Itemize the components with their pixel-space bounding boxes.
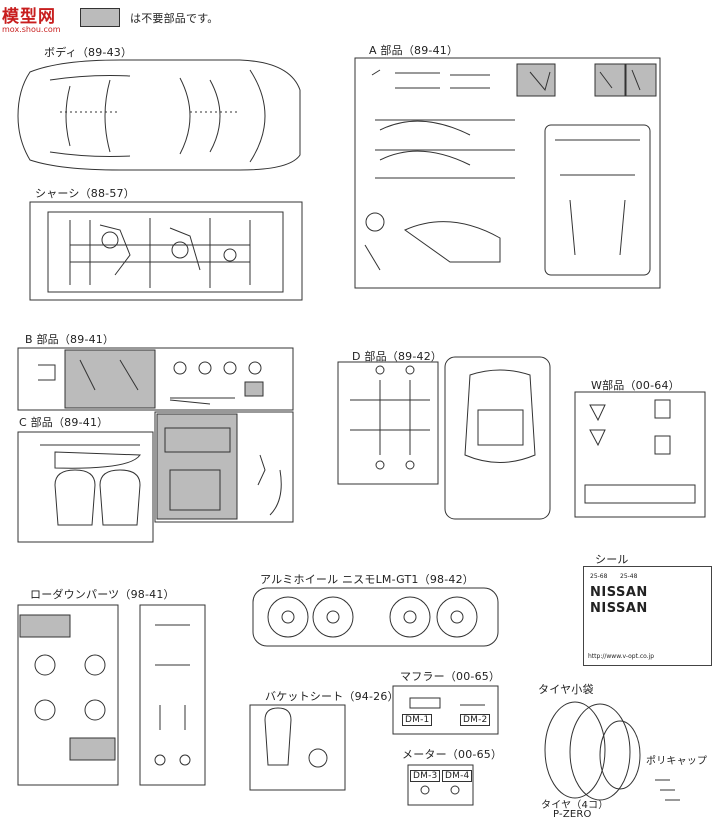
d-parts-sprue [337, 356, 551, 520]
body-drawing [17, 59, 301, 171]
label-body: ボディ（89-43） [44, 46, 133, 59]
label-d-parts: D 部品（89-42） [352, 350, 443, 363]
decal-nissan-2: NISSAN [590, 601, 648, 616]
logo-url: mox.shou.com [2, 25, 61, 34]
wheels-sprue [252, 587, 499, 647]
label-bucket: バケットシート（94-26） [265, 690, 399, 703]
label-muffler: マフラー（00-65） [400, 670, 501, 683]
label-wheels: アルミホイール ニスモLM-GT1（98-42） [260, 573, 474, 586]
site-logo: 模型网 mox.shou.com [2, 2, 61, 34]
lowdown-sprue [17, 604, 206, 786]
w-parts-sprue [574, 391, 706, 518]
label-chassis: シャーシ（88-57） [35, 187, 135, 200]
a-parts-sprue [354, 57, 661, 289]
b-parts-sprue [17, 347, 294, 411]
decal-sheet: 25-68 25-48 NISSAN NISSAN http://www.v-o… [583, 566, 712, 666]
label-c-parts: C 部品（89-41） [19, 416, 109, 429]
label-a-parts: A 部品（89-41） [369, 44, 459, 57]
tag-dm3: DM-3 [410, 770, 441, 782]
label-tire-qty: タイヤ（4コ） [541, 800, 609, 811]
label-seal: シール [595, 553, 629, 566]
decal-plate-1: 25-68 [590, 573, 608, 580]
meter-sprue [407, 764, 474, 806]
label-w-parts: W部品（00-64） [591, 379, 680, 392]
decal-nissan-1: NISSAN [590, 585, 648, 600]
label-b-parts: B 部品（89-41） [25, 333, 115, 346]
chassis-drawing [29, 201, 303, 301]
muffler-sprue [392, 685, 499, 735]
label-lowdown: ローダウンパーツ（98-41） [30, 588, 175, 601]
decal-plate-2: 25-48 [620, 573, 638, 580]
tire-bag-drawing [544, 701, 680, 801]
label-meter: メーター（00-65） [402, 748, 503, 761]
label-tire-bag: タイヤ小袋 [538, 683, 594, 696]
bucket-seat-sprue [249, 704, 346, 791]
decal-url: http://www.v-opt.co.jp [588, 653, 655, 660]
tag-dm4: DM-4 [442, 770, 473, 782]
c-parts-sprue [17, 411, 294, 543]
tag-dm2: DM-2 [460, 714, 491, 726]
label-polycap: ポリキャップ [646, 756, 708, 767]
tag-dm1: DM-1 [402, 714, 433, 726]
logo-text: 模型网 [2, 7, 56, 27]
unused-parts-swatch [80, 8, 120, 27]
label-tire-name: P-ZERO [553, 809, 592, 820]
legend-text: は不要部品です。 [130, 12, 219, 25]
